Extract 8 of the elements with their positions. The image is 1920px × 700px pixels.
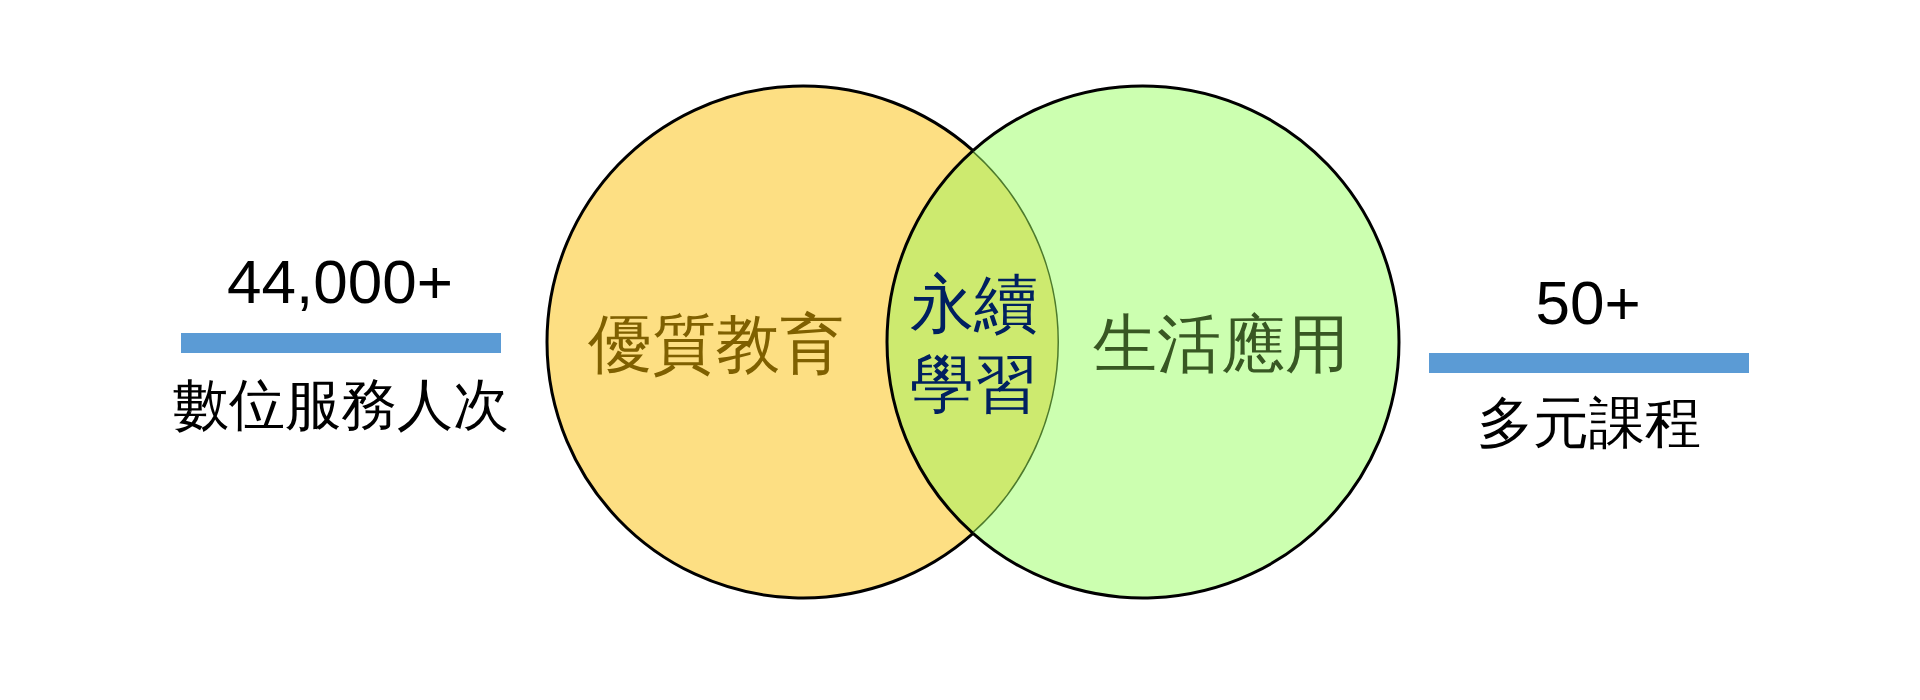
stat-number: 44,000+: [227, 251, 453, 313]
venn-circle: [545, 84, 975, 600]
stat-number: 50+: [1535, 272, 1641, 334]
stat-caption: 多元課程: [1477, 395, 1701, 451]
overlap-label: 永續學習: [909, 266, 1039, 423]
circle-label: 優質教育: [588, 312, 844, 376]
circle-label: 生活應用: [1093, 312, 1349, 376]
stat-caption: 數位服務人次: [173, 377, 509, 433]
